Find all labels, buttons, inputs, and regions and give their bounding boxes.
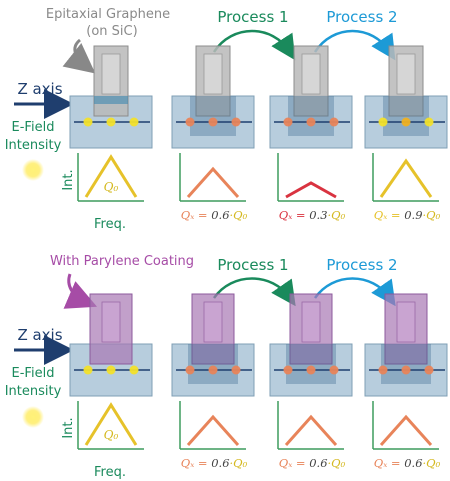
top-field-dot-3-2 xyxy=(306,117,316,127)
top-overlap-4 xyxy=(383,96,429,136)
bottom-spectrum-peak-2 xyxy=(186,414,240,446)
process-2-label-bottom: Process 2 xyxy=(326,256,397,274)
bottom-field-dot-4-2 xyxy=(401,365,411,375)
top-graphene-layer-1 xyxy=(94,96,128,104)
bottom-spectrum-peak-4 xyxy=(379,414,433,446)
top-spectrum-peak-2 xyxy=(186,166,240,198)
top-spectrum-peak-1 xyxy=(84,154,138,198)
bottom-field-dot-2-1 xyxy=(185,365,195,375)
bottom-parylene-pattern-3 xyxy=(301,301,321,343)
bottom-field-dot-3-1 xyxy=(283,365,293,375)
bottom-q-label-2: Qₓ = 0.6·Q₀ xyxy=(181,456,248,470)
top-graphene-pattern-3 xyxy=(301,53,321,95)
top-field-dot-2-1 xyxy=(185,117,195,127)
process-1-arrow-top xyxy=(212,29,296,61)
bottom-overlap-2 xyxy=(188,344,238,384)
bottom-q0-label: Q₀ xyxy=(104,428,119,442)
freq-axis-label-top: Freq. xyxy=(94,217,126,232)
graphene-pointer-arrow xyxy=(62,38,96,74)
top-field-dot-1-1 xyxy=(83,117,93,127)
process-1-label-top: Process 1 xyxy=(217,8,288,26)
top-graphene-pattern-4 xyxy=(396,53,416,95)
bottom-field-dot-1-2 xyxy=(106,365,116,375)
z-axis-label-top: Z axis xyxy=(17,80,62,98)
process-1-arrow-bottom xyxy=(212,277,296,307)
process-2-arrow-bottom xyxy=(313,277,396,307)
bottom-field-dot-1-1 xyxy=(83,365,93,375)
process-1-label-bottom: Process 1 xyxy=(217,256,288,274)
bottom-q-label-3: Qₓ = 0.6·Q₀ xyxy=(279,456,346,470)
top-graphene-pattern-2 xyxy=(203,53,223,95)
process-2-label-top: Process 2 xyxy=(326,8,397,26)
z-axis-label-bottom: Z axis xyxy=(17,326,62,344)
parylene-label: With Parylene Coating xyxy=(50,254,194,269)
top-q-label-4: Qₓ = 0.9·Q₀ xyxy=(374,208,441,222)
glow-icon-top xyxy=(22,159,44,181)
top-panel: Epitaxial Graphene (on SiC) Process 1 Pr… xyxy=(5,7,448,232)
bottom-spectrum-peak-1 xyxy=(84,402,138,446)
top-field-dot-4-3 xyxy=(424,117,434,127)
bottom-field-dot-1-3 xyxy=(129,365,139,375)
top-overlap-2 xyxy=(190,96,236,136)
process-2-arrow-top xyxy=(313,29,396,61)
bottom-q-label-4: Qₓ = 0.6·Q₀ xyxy=(374,456,441,470)
top-field-dot-1-2 xyxy=(106,117,116,127)
top-field-dot-2-2 xyxy=(208,117,218,127)
e-field-label-bottom: E-Field xyxy=(12,366,55,381)
freq-axis-label-bottom: Freq. xyxy=(94,465,126,480)
top-field-dot-2-3 xyxy=(231,117,241,127)
top-spectrum-peak-4 xyxy=(379,158,433,198)
bottom-parylene-pattern-1 xyxy=(101,301,121,343)
top-field-dot-3-3 xyxy=(329,117,339,127)
intensity-label-bottom: Intensity xyxy=(5,384,62,399)
top-q0-label: Q₀ xyxy=(104,180,119,194)
parylene-pointer-arrow xyxy=(63,273,98,309)
bottom-overlap-4 xyxy=(381,344,431,384)
top-graphene-pattern-1 xyxy=(101,53,121,95)
bottom-panel: With Parylene Coating Process 1 Process … xyxy=(5,254,448,480)
top-field-dot-4-1 xyxy=(378,117,388,127)
on-sic-label: (on SiC) xyxy=(86,24,137,39)
intensity-label-top: Intensity xyxy=(5,138,62,153)
glow-icon-bottom xyxy=(22,406,44,428)
epitaxial-graphene-label: Epitaxial Graphene xyxy=(46,7,170,22)
bottom-field-dot-4-1 xyxy=(378,365,388,375)
top-field-dot-4-2 xyxy=(401,117,411,127)
top-devices xyxy=(69,45,448,149)
bottom-parylene-pattern-2 xyxy=(203,301,223,343)
bottom-spectrum-peak-3 xyxy=(284,414,338,446)
bottom-field-dot-2-3 xyxy=(231,365,241,375)
int-axis-label-bottom: Int. xyxy=(61,417,76,438)
top-spectrum-peak-3 xyxy=(285,181,337,199)
bottom-field-dot-3-2 xyxy=(306,365,316,375)
top-field-dot-1-3 xyxy=(129,117,139,127)
top-spectra: Q₀ Qₓ = 0.6·Q₀ Qₓ = 0.3·Q₀ Qₓ = 0.9·Q₀ xyxy=(77,153,441,222)
bottom-overlap-3 xyxy=(286,344,336,384)
bottom-field-dot-4-3 xyxy=(424,365,434,375)
top-overlap-3 xyxy=(288,96,334,136)
bottom-field-dot-2-2 xyxy=(208,365,218,375)
bottom-spectra: Q₀ Qₓ = 0.6·Q₀ Qₓ = 0.6·Q₀ Qₓ = 0.6·Q₀ xyxy=(77,401,441,470)
bottom-devices xyxy=(69,293,448,397)
e-field-label-top: E-Field xyxy=(12,120,55,135)
int-axis-label-top: Int. xyxy=(61,169,76,190)
top-field-dot-3-1 xyxy=(283,117,293,127)
bottom-field-dot-3-3 xyxy=(329,365,339,375)
top-q-label-3: Qₓ = 0.3·Q₀ xyxy=(279,208,346,222)
bottom-parylene-pattern-4 xyxy=(396,301,416,343)
top-q-label-2: Qₓ = 0.6·Q₀ xyxy=(181,208,248,222)
